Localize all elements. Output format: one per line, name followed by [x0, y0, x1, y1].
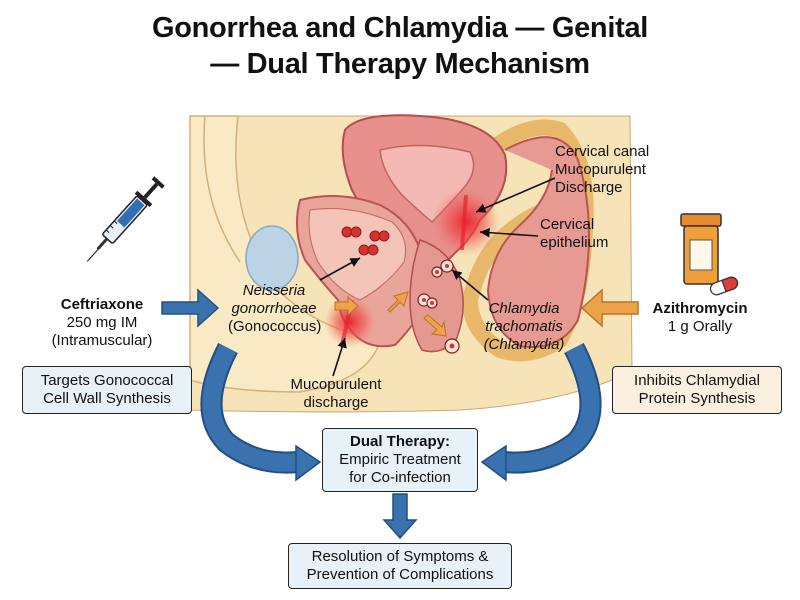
title-line-2: — Dual Therapy Mechanism: [210, 48, 590, 80]
azithromycin-mechanism-box: Inhibits Chlamydial Protein Synthesis: [612, 366, 782, 414]
ceftriaxone-arrow: [161, 288, 220, 328]
chlamydia-label: Chlamydia trachomatis (Chlamydia): [483, 300, 565, 353]
ceftriaxone-name: Ceftriaxone: [60, 296, 144, 313]
mucopurulent-discharge-label: Mucopurulent discharge: [290, 376, 382, 411]
syringe-icon: [86, 176, 165, 262]
page-title: Gonorrhea and Chlamydia — Genital — Dual…: [0, 10, 800, 82]
rectum-shape: [422, 119, 594, 362]
label-leader-lines: [319, 177, 556, 377]
ceftriaxone-dose: 250 mg IM: [66, 314, 138, 331]
azithromycin-label: Azithromycin 1 g Orally: [640, 300, 760, 336]
orange-pointer-arrows: [334, 291, 447, 337]
bladder-shape: [245, 225, 299, 291]
gonococcus-cluster: [341, 226, 390, 256]
left-curved-arrow: [200, 342, 322, 482]
title-line-1: Gonorrhea and Chlamydia — Genital: [151, 12, 649, 44]
cervical-epithelium-label: Cervical epithelium: [540, 216, 609, 251]
ceftriaxone-label: Ceftriaxone 250 mg IM (Intramuscular): [40, 296, 164, 350]
azithromycin-arrow: [580, 288, 639, 328]
azithromycin-dose: 1 g Orally: [667, 318, 733, 335]
ceftriaxone-mechanism-box: Targets Gonococcal Cell Wall Synthesis: [22, 366, 192, 414]
pill-bottle-icon: [680, 213, 739, 296]
vaginal-canal: [295, 195, 464, 353]
down-arrow: [382, 493, 418, 540]
ceftriaxone-route: (Intramuscular): [51, 332, 153, 349]
dual-therapy-box: Dual Therapy: Empiric Treatment for Co-i…: [322, 428, 478, 492]
right-curved-arrow: [480, 342, 602, 482]
azithromycin-name: Azithromycin: [652, 300, 748, 317]
neisseria-label: Neisseria gonorrhoeae (Gonococcus): [228, 282, 322, 335]
cervical-canal-label: Cervical canal Mucopurulent Discharge: [555, 143, 650, 196]
outcome-box: Resolution of Symptoms & Prevention of C…: [288, 543, 512, 589]
